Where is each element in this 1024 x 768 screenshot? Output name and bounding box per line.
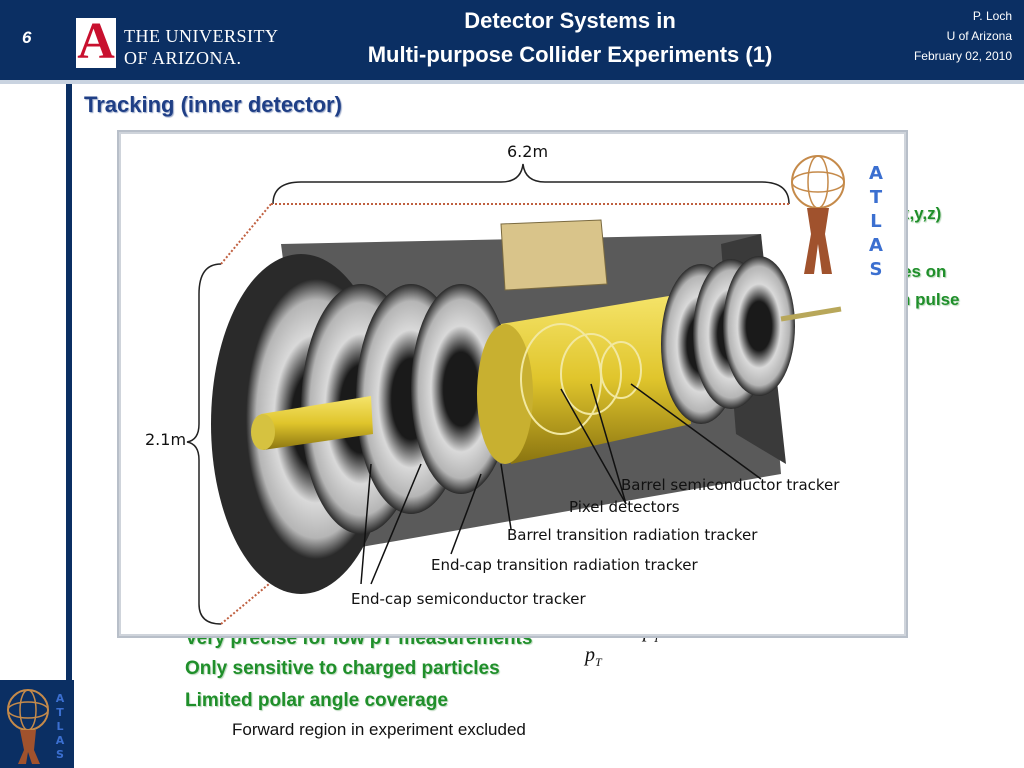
sidebar-atlas-logo: A T L A S [0, 680, 74, 768]
university-logo: A THE UNIVERSITY OF ARIZONA. [76, 14, 278, 70]
label-barrel-sct: Barrel semiconductor tracker [621, 476, 840, 494]
affiliation: U of Arizona [946, 29, 1012, 43]
slide-title: Detector Systems in Multi-purpose Collid… [320, 4, 820, 72]
atlas-logo: A T L A S [791, 155, 883, 280]
bullet-polar: Limited polar angle coverage [185, 690, 448, 711]
logo-a-letter: A [77, 13, 115, 70]
partial-text-1: x,y,z) [900, 204, 942, 223]
atlas-letter: T [870, 187, 883, 208]
header-divider [0, 80, 1024, 84]
sidebar-atlas-letter: S [56, 748, 64, 761]
label-endcap-sct: End-cap semiconductor tracker [351, 590, 586, 608]
inner-detector-illustration: A T L A S [186, 155, 883, 625]
slide-meta: P. Loch U of Arizona February 02, 2010 [914, 6, 1012, 66]
slide-header: 6 A THE UNIVERSITY OF ARIZONA. Detector … [0, 0, 1024, 82]
atlas-letter: A [869, 163, 883, 184]
partial-text-3: n pulse [900, 290, 960, 309]
slide-title-line1: Detector Systems in [464, 8, 676, 33]
sidebar-atlas-letter: L [56, 720, 63, 733]
length-brace [272, 163, 790, 205]
logo-a-block [76, 18, 116, 68]
height-brace [186, 263, 222, 625]
atlas-letter: S [870, 259, 883, 280]
label-endcap-trt: End-cap transition radiation tracker [431, 556, 698, 574]
sidebar-atlas-letter: A [56, 692, 65, 705]
logo-text-line1: THE UNIVERSITY [124, 26, 279, 46]
slide-title-line2: Multi-purpose Collider Experiments (1) [367, 42, 773, 67]
label-pixel-detectors: Pixel detectors [569, 498, 680, 516]
section-title: Tracking (inner detector) [84, 92, 342, 117]
logo-text-line2: OF ARIZONA. [124, 48, 242, 68]
height-dimension-label: 2.1m [145, 430, 187, 449]
sub-bullet-forward: Forward region in experiment excluded [232, 720, 526, 739]
atlas-letter: L [870, 211, 881, 232]
partial-text-2: es on [902, 262, 947, 281]
sidebar-atlas-letter: T [56, 706, 64, 719]
atlas-figure-icon: A T L A S [7, 689, 65, 764]
atlas-letter: A [869, 235, 883, 256]
inner-detector-figure: A T L A S 6.2m 2.1m Barrel semiconductor… [119, 132, 906, 636]
length-dimension-label: 6.2m [507, 142, 549, 161]
bullet-charged: Only sensitive to charged particles [185, 658, 500, 679]
date: February 02, 2010 [913, 49, 1012, 63]
formula-denominator: pT [585, 644, 602, 669]
slide-number: 6 [22, 28, 32, 47]
author: P. Loch [972, 9, 1012, 23]
label-barrel-trt: Barrel transition radiation tracker [507, 526, 758, 544]
sidebar-bar [66, 84, 72, 768]
sidebar-atlas-letter: A [56, 734, 65, 747]
